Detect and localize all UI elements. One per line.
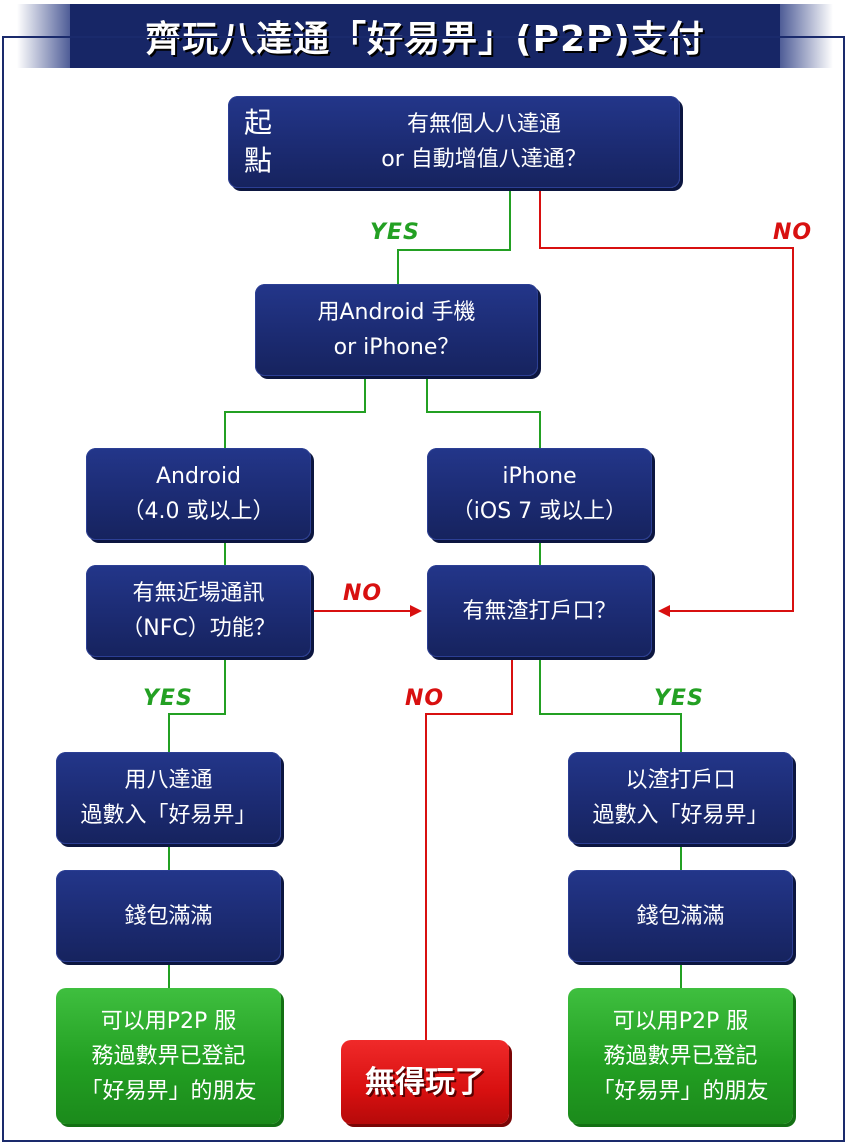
- start-side-label: 起 點: [244, 104, 272, 180]
- connector-device-android: [224, 376, 366, 448]
- yes-label-bank: YES: [654, 686, 704, 711]
- connector-start-yes: [397, 188, 511, 284]
- result-left-line-3: 「好易畀」的朋友: [80, 1078, 257, 1104]
- start-question-line-1: 有無個人八達通: [406, 112, 561, 137]
- connector-bank-no: [425, 657, 513, 1040]
- octopus-transfer-box: 用八達通 過數入「好易畀」: [56, 752, 281, 844]
- wallet-full-right-box: 錢包滿滿: [568, 870, 793, 962]
- android-box: Android （4.0 或以上）: [86, 448, 311, 540]
- diagram-frame: [2, 36, 845, 1142]
- connector-device-iphone: [426, 376, 541, 448]
- start-side-char-2: 點: [244, 144, 273, 177]
- device-question-line-2: or iPhone？: [333, 335, 460, 360]
- no-label-nfc: NO: [343, 581, 383, 606]
- no-play-text: 無得玩了: [365, 1064, 485, 1100]
- bank-transfer-box: 以渣打戶口 過數入「好易畀」: [568, 752, 793, 844]
- result-right-line-3: 「好易畀」的朋友: [592, 1078, 769, 1104]
- no-label-start: NO: [773, 220, 813, 245]
- bank-transfer-line-1: 以渣打戶口: [625, 768, 736, 793]
- start-question-box: 起 點 有無個人八達通 or 自動增值八達通？: [228, 96, 680, 188]
- device-question-box: 用Android 手機 or iPhone？: [255, 284, 538, 376]
- iphone-line-1: iPhone: [502, 464, 577, 489]
- page-title: 齊玩八達通「好易畀」(P2P)支付: [145, 19, 705, 60]
- iphone-line-2: （iOS 7 或以上）: [451, 499, 628, 524]
- wallet-full-right-text: 錢包滿滿: [636, 903, 725, 929]
- wallet-full-left-box: 錢包滿滿: [56, 870, 281, 962]
- connector-nfc-yes: [168, 657, 226, 752]
- octopus-transfer-line-2: 過數入「好易畀」: [80, 803, 257, 828]
- android-line-1: Android: [155, 464, 242, 489]
- result-right-box: 可以用P2P 服 務過數畀已登記 「好易畀」的朋友: [568, 988, 793, 1124]
- wallet-full-left-text: 錢包滿滿: [124, 903, 213, 929]
- result-left-box: 可以用P2P 服 務過數畀已登記 「好易畀」的朋友: [56, 988, 281, 1124]
- bank-question-box: 有無渣打戶口？: [427, 565, 652, 657]
- start-side-char-1: 起: [244, 106, 273, 139]
- result-right-line-2: 務過數畀已登記: [603, 1043, 758, 1069]
- nfc-question-line-1: 有無近場通訊: [132, 581, 265, 606]
- nfc-question-box: 有無近場通訊 （NFC）功能？: [86, 565, 311, 657]
- no-play-box: 無得玩了: [341, 1040, 509, 1124]
- iphone-box: iPhone （iOS 7 或以上）: [427, 448, 652, 540]
- connector-start-no: [539, 188, 794, 617]
- bank-question-line-1: 有無渣打戶口？: [462, 598, 617, 624]
- connector-bank-yes: [539, 657, 682, 752]
- yes-label-nfc: YES: [143, 686, 193, 711]
- android-line-2: （4.0 或以上）: [122, 499, 275, 524]
- result-left-line-2: 務過數畀已登記: [91, 1043, 246, 1069]
- start-question-line-2: or 自動增值八達通？: [381, 147, 587, 172]
- octopus-transfer-line-1: 用八達通: [124, 768, 213, 793]
- device-question-line-1: 用Android 手機: [317, 300, 476, 325]
- result-right-line-1: 可以用P2P 服: [612, 1008, 749, 1034]
- nfc-question-line-2: （NFC）功能？: [121, 616, 276, 641]
- yes-label-start: YES: [370, 220, 420, 245]
- bank-transfer-line-2: 過數入「好易畀」: [592, 803, 769, 828]
- no-label-bank: NO: [405, 686, 445, 711]
- result-left-line-1: 可以用P2P 服: [100, 1008, 237, 1034]
